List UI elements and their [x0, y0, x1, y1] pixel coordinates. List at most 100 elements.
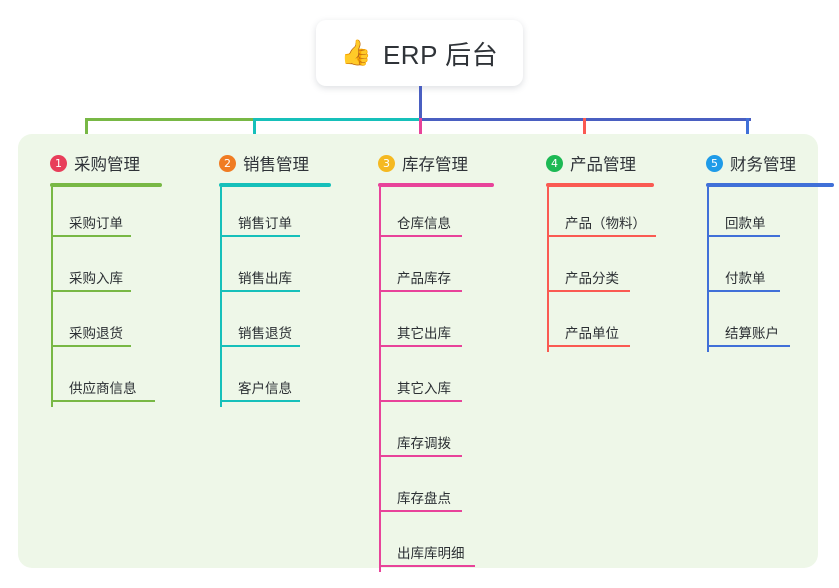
branch-item-label: 结算账户 — [725, 326, 779, 341]
branch-item-underline — [379, 510, 462, 512]
branch-item[interactable]: 采购退货 — [34, 297, 200, 352]
branch-column: 5 财务管理回款单付款单结算账户 — [690, 148, 835, 352]
branch-spine — [707, 187, 709, 352]
branch-item[interactable]: 产品分类 — [530, 242, 696, 297]
branch-item-label: 其它入库 — [397, 381, 451, 396]
branch-item-underline — [51, 235, 131, 237]
branch-spine — [547, 187, 549, 352]
branch-number-badge: 2 — [219, 154, 236, 172]
branch-item-underline — [379, 235, 462, 237]
branch-item[interactable]: 采购订单 — [34, 187, 200, 242]
branch-item-underline — [379, 290, 462, 292]
bus-segment-sales — [253, 118, 422, 121]
branch-underline — [50, 183, 162, 187]
branch-item-label: 库存调拨 — [397, 436, 451, 451]
branch-item-label: 采购订单 — [69, 216, 123, 231]
branch-item-label: 产品分类 — [565, 271, 619, 286]
branch-number-badge: 3 — [378, 154, 395, 172]
branch-item-underline — [220, 400, 300, 402]
branch-header[interactable]: 2 销售管理 — [203, 148, 369, 178]
branch-item-underline — [547, 345, 630, 347]
branch-item-label: 产品单位 — [565, 326, 619, 341]
branch-item-label: 客户信息 — [238, 381, 292, 396]
branch-item-label: 出库库明细 — [397, 546, 465, 561]
branch-item[interactable]: 销售订单 — [203, 187, 369, 242]
branch-item-underline — [379, 565, 475, 567]
branch-item[interactable]: 出库库明细 — [362, 517, 534, 572]
branch-item-underline — [220, 290, 300, 292]
branch-item[interactable]: 其它出库 — [362, 297, 534, 352]
branch-item[interactable]: 销售出库 — [203, 242, 369, 297]
branch-item-label: 采购退货 — [69, 326, 123, 341]
branch-item-label: 产品（物料） — [565, 216, 646, 231]
branch-item-label: 供应商信息 — [69, 381, 137, 396]
branch-item[interactable]: 结算账户 — [690, 297, 835, 352]
branch-items: 采购订单采购入库采购退货供应商信息 — [34, 187, 200, 407]
branch-title: 财务管理 — [730, 156, 796, 174]
branch-number-badge: 4 — [546, 154, 563, 172]
branch-item[interactable]: 客户信息 — [203, 352, 369, 407]
branch-spine — [220, 187, 222, 407]
branch-item-underline — [379, 455, 462, 457]
bus-segment-purchase — [85, 118, 256, 121]
branch-spine — [379, 187, 381, 572]
branch-item-label: 库存盘点 — [397, 491, 451, 506]
branch-title: 采购管理 — [74, 156, 140, 174]
branch-item-label: 销售退货 — [238, 326, 292, 341]
branch-item[interactable]: 产品单位 — [530, 297, 696, 352]
branch-item-label: 仓库信息 — [397, 216, 451, 231]
branch-header[interactable]: 4 产品管理 — [530, 148, 696, 178]
branch-column: 1 采购管理采购订单采购入库采购退货供应商信息 — [34, 148, 200, 407]
branch-item[interactable]: 销售退货 — [203, 297, 369, 352]
branch-header[interactable]: 5 财务管理 — [690, 148, 835, 178]
branch-item-underline — [220, 235, 300, 237]
branch-item-label: 回款单 — [725, 216, 766, 231]
branch-items: 回款单付款单结算账户 — [690, 187, 835, 352]
branch-item-underline — [547, 290, 630, 292]
branch-number-badge: 5 — [706, 154, 723, 172]
branch-title: 库存管理 — [402, 156, 468, 174]
branch-underline — [378, 183, 494, 187]
branch-item[interactable]: 仓库信息 — [362, 187, 534, 242]
branch-column: 4 产品管理产品（物料） 产品分类产品单位 — [530, 148, 696, 352]
branch-item-label: 其它出库 — [397, 326, 451, 341]
branch-item-underline — [220, 345, 300, 347]
branch-spine — [51, 187, 53, 407]
branch-item-underline — [379, 400, 462, 402]
branch-item[interactable]: 付款单 — [690, 242, 835, 297]
branch-underline — [546, 183, 654, 187]
branch-item[interactable]: 供应商信息 — [34, 352, 200, 407]
branch-title: 销售管理 — [243, 156, 309, 174]
branch-number-badge: 1 — [50, 154, 67, 172]
root-node-title: ERP 后台 — [382, 39, 499, 70]
diagram-panel: 1 采购管理采购订单采购入库采购退货供应商信息 2 销售管理销售订单销售出库销售退货客… — [18, 134, 834, 572]
branch-item-underline — [51, 400, 155, 402]
branch-item[interactable]: 库存盘点 — [362, 462, 534, 517]
branch-item[interactable]: 其它入库 — [362, 352, 534, 407]
branch-item-label: 销售出库 — [238, 271, 292, 286]
branch-title: 产品管理 — [570, 156, 636, 174]
branch-item-label: 产品库存 — [397, 271, 451, 286]
branch-underline — [219, 183, 331, 187]
branch-item-underline — [379, 345, 462, 347]
branch-item[interactable]: 产品库存 — [362, 242, 534, 297]
branch-column: 3 库存管理仓库信息产品库存其它出库其它入库库存调拨库存盘点出库库明细 — [362, 148, 534, 572]
branch-item-underline — [707, 235, 780, 237]
branch-items: 销售订单销售出库销售退货客户信息 — [203, 187, 369, 407]
root-node-card[interactable]: 👍 ERP 后台 — [316, 20, 523, 86]
branch-item-underline — [707, 290, 780, 292]
branch-item-label: 付款单 — [725, 271, 766, 286]
branch-items: 产品（物料） 产品分类产品单位 — [530, 187, 696, 352]
branch-column: 2 销售管理销售订单销售出库销售退货客户信息 — [203, 148, 369, 407]
branch-underline — [706, 183, 834, 187]
trunk-connector — [419, 86, 422, 121]
thumbs-up-icon: 👍 — [340, 38, 372, 67]
branch-item[interactable]: 采购入库 — [34, 242, 200, 297]
branch-items: 仓库信息产品库存其它出库其它入库库存调拨库存盘点出库库明细 — [362, 187, 534, 572]
branch-item[interactable]: 回款单 — [690, 187, 835, 242]
branch-header[interactable]: 3 库存管理 — [362, 148, 534, 178]
branch-item[interactable]: 产品（物料） — [530, 187, 696, 242]
branch-item[interactable]: 库存调拨 — [362, 407, 534, 462]
branch-item-underline — [51, 345, 131, 347]
branch-header[interactable]: 1 采购管理 — [34, 148, 200, 178]
